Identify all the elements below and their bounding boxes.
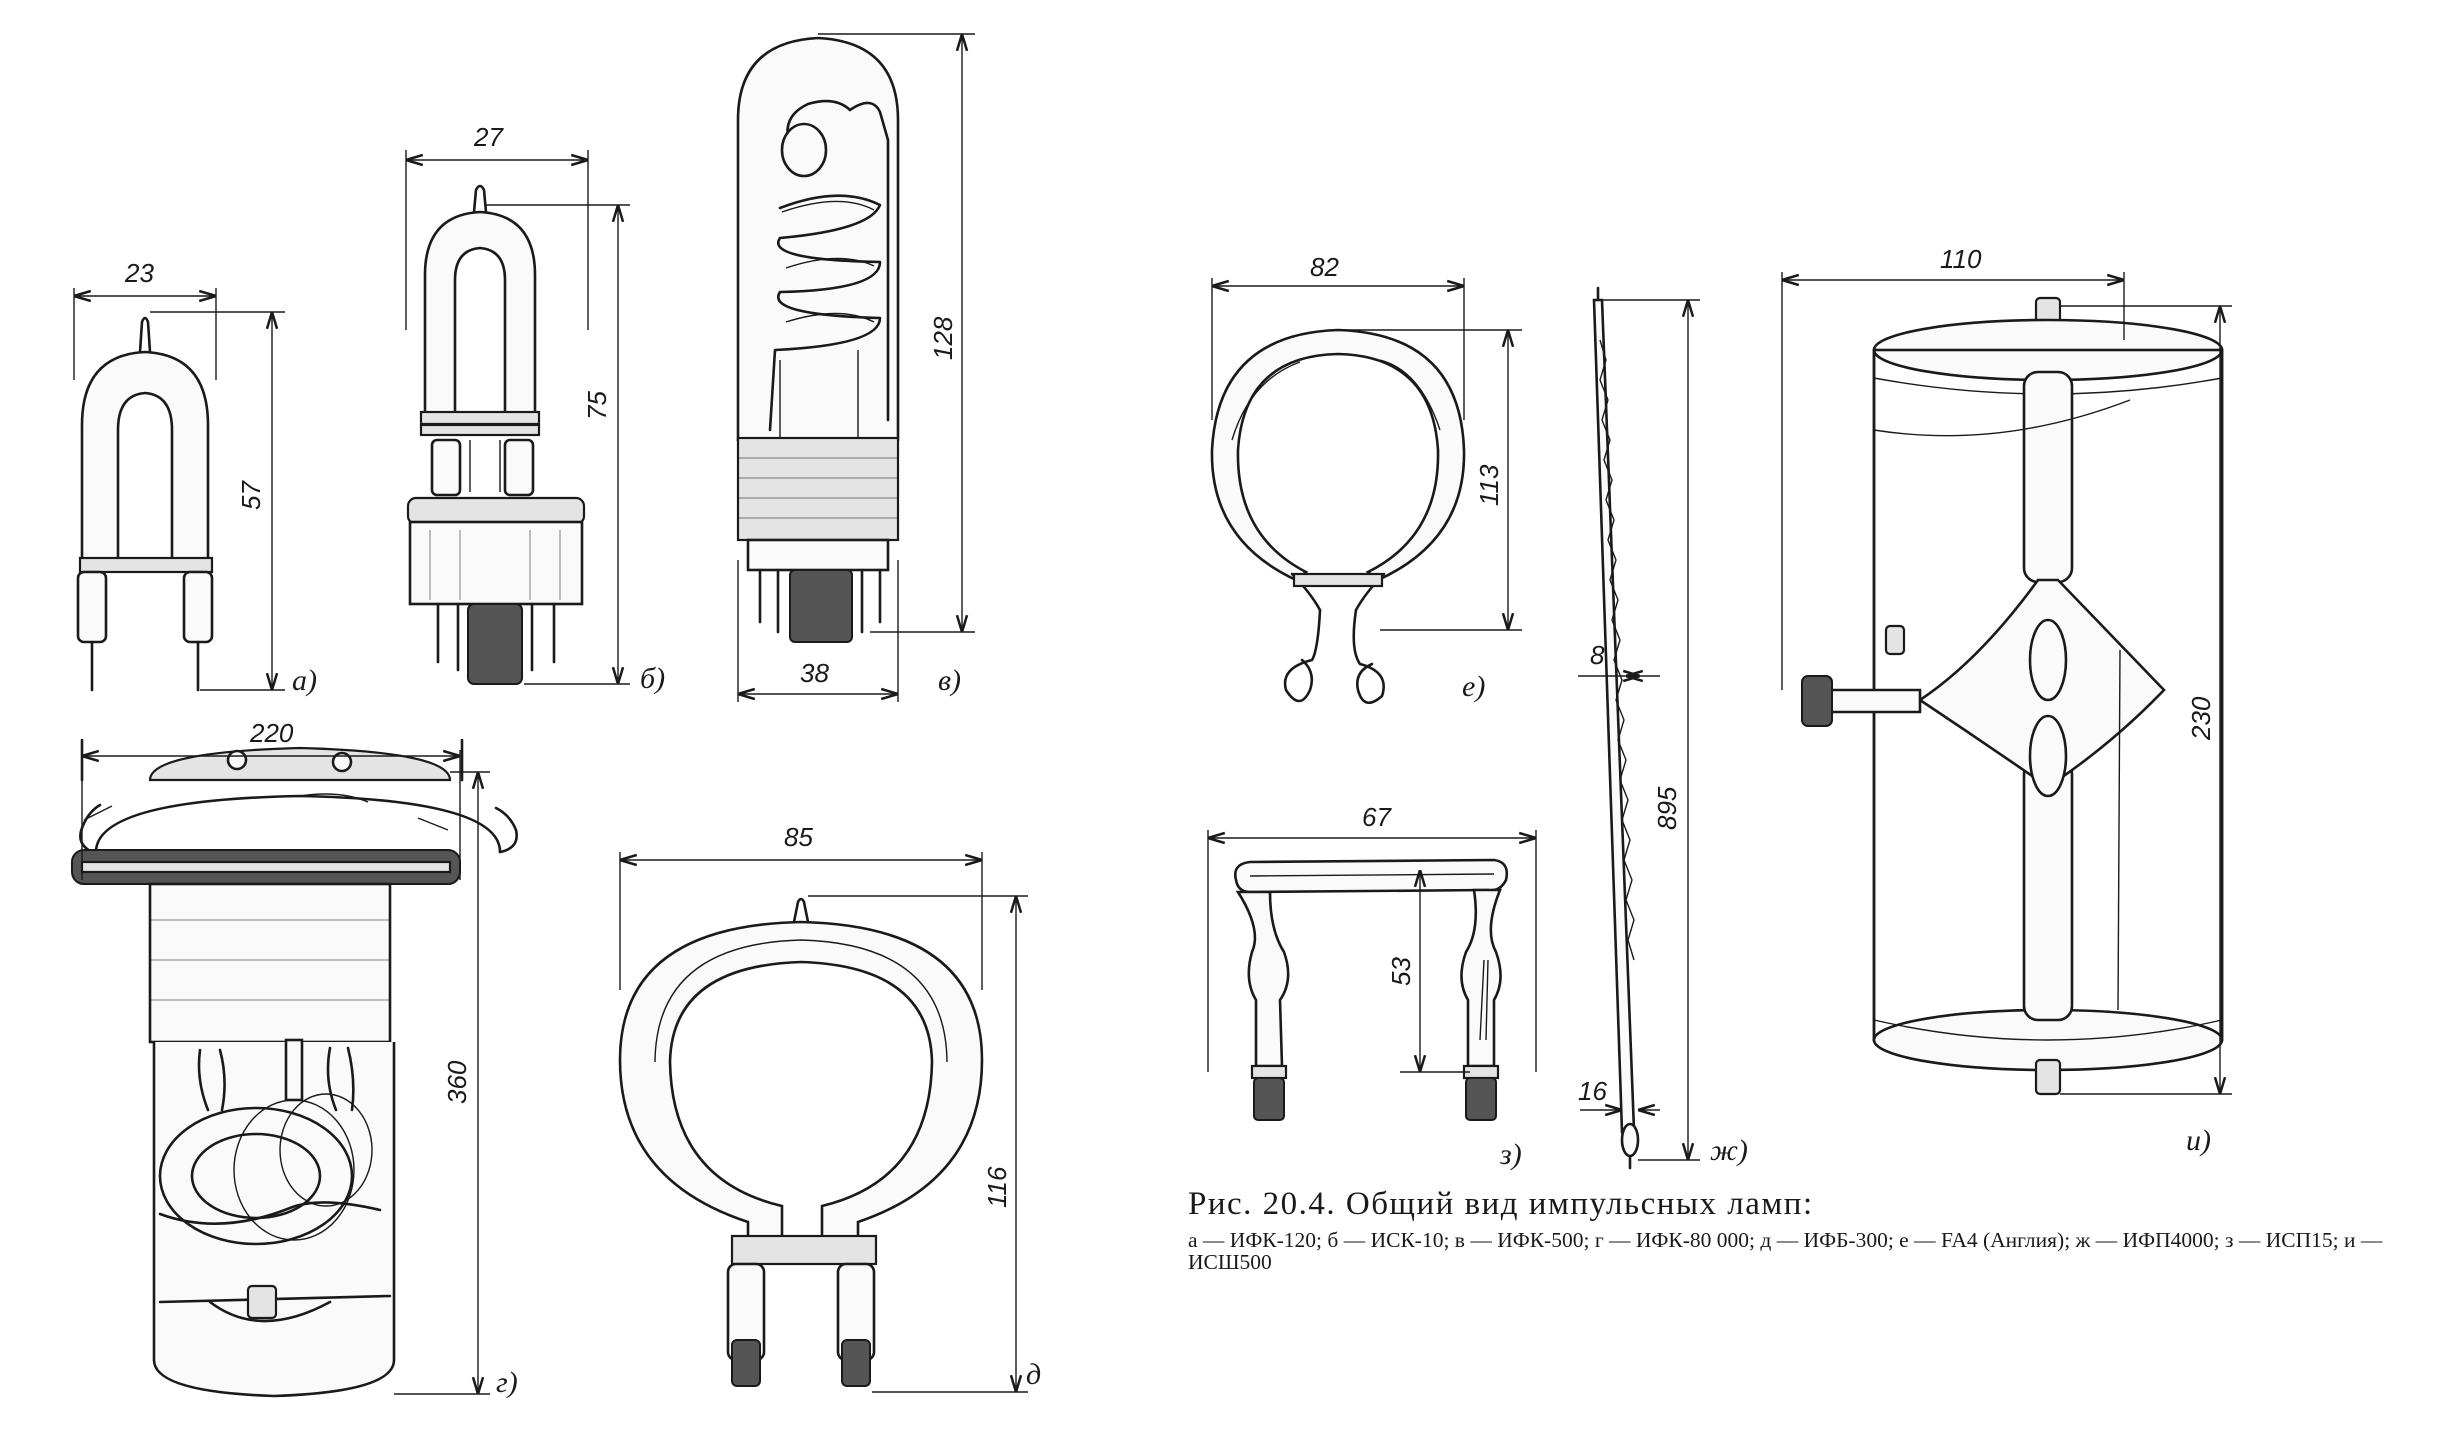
lamp-e-drawing xyxy=(1210,278,1522,704)
lamp-g-drawing xyxy=(71,738,518,1398)
lamp-v-drawing xyxy=(736,33,975,702)
lamp-e-height: 113 xyxy=(1474,464,1504,506)
lamp-v-width: 38 xyxy=(800,658,829,688)
lamp-b-drawing xyxy=(405,150,630,685)
lamp-d-width: 85 xyxy=(784,822,813,852)
lamp-z-label: з) xyxy=(1499,1138,1522,1171)
lamp-e-width: 82 xyxy=(1310,252,1339,282)
lamp-d-drawing xyxy=(618,852,1028,1393)
lamp-zh-length: 895 xyxy=(1652,786,1682,830)
lamp-g-label: г) xyxy=(496,1366,518,1399)
lamp-z-height: 53 xyxy=(1386,957,1416,986)
lamp-i-drawing xyxy=(1781,272,2232,1096)
lamp-e-label: е) xyxy=(1462,670,1485,703)
lamp-b-width: 27 xyxy=(473,122,504,152)
lamp-g-height: 360 xyxy=(442,1060,472,1104)
lamp-zh-label: ж) xyxy=(1710,1134,1748,1167)
lamp-i-label: и) xyxy=(2186,1124,2211,1157)
lamp-a-drawing xyxy=(73,288,285,692)
lamp-i-width: 110 xyxy=(1940,244,1982,274)
lamp-b-label: б) xyxy=(640,662,665,695)
lamp-a-height: 57 xyxy=(236,480,266,510)
lamp-d-height: 116 xyxy=(982,1166,1012,1208)
lamp-i-height: 230 xyxy=(2186,696,2216,741)
lamp-z-drawing xyxy=(1207,830,1537,1121)
lamp-d-label: д xyxy=(1026,1358,1041,1391)
caption-list: а — ИФК-120; б — ИСК-10; в — ИФК-500; г … xyxy=(1188,1228,2383,1274)
caption-title: Рис. 20.4. Общий вид импульсных ламп: xyxy=(1188,1186,1814,1222)
lamp-a-label: а) xyxy=(292,664,317,697)
lamp-v-label: в) xyxy=(938,664,961,697)
lamp-g-width: 220 xyxy=(249,718,294,748)
lamp-b-height: 75 xyxy=(582,391,612,420)
lamp-zh-drawing xyxy=(1578,286,1700,1170)
lamp-a-width: 23 xyxy=(124,258,154,288)
lamp-zh-width-top: 8 xyxy=(1590,640,1605,670)
lamp-v-height: 128 xyxy=(928,316,958,360)
lamp-zh-width-bottom: 16 xyxy=(1578,1076,1607,1106)
lamp-z-width: 67 xyxy=(1362,802,1392,832)
figure-caption: Рис. 20.4. Общий вид импульсных ламп: а … xyxy=(1188,1186,2418,1273)
